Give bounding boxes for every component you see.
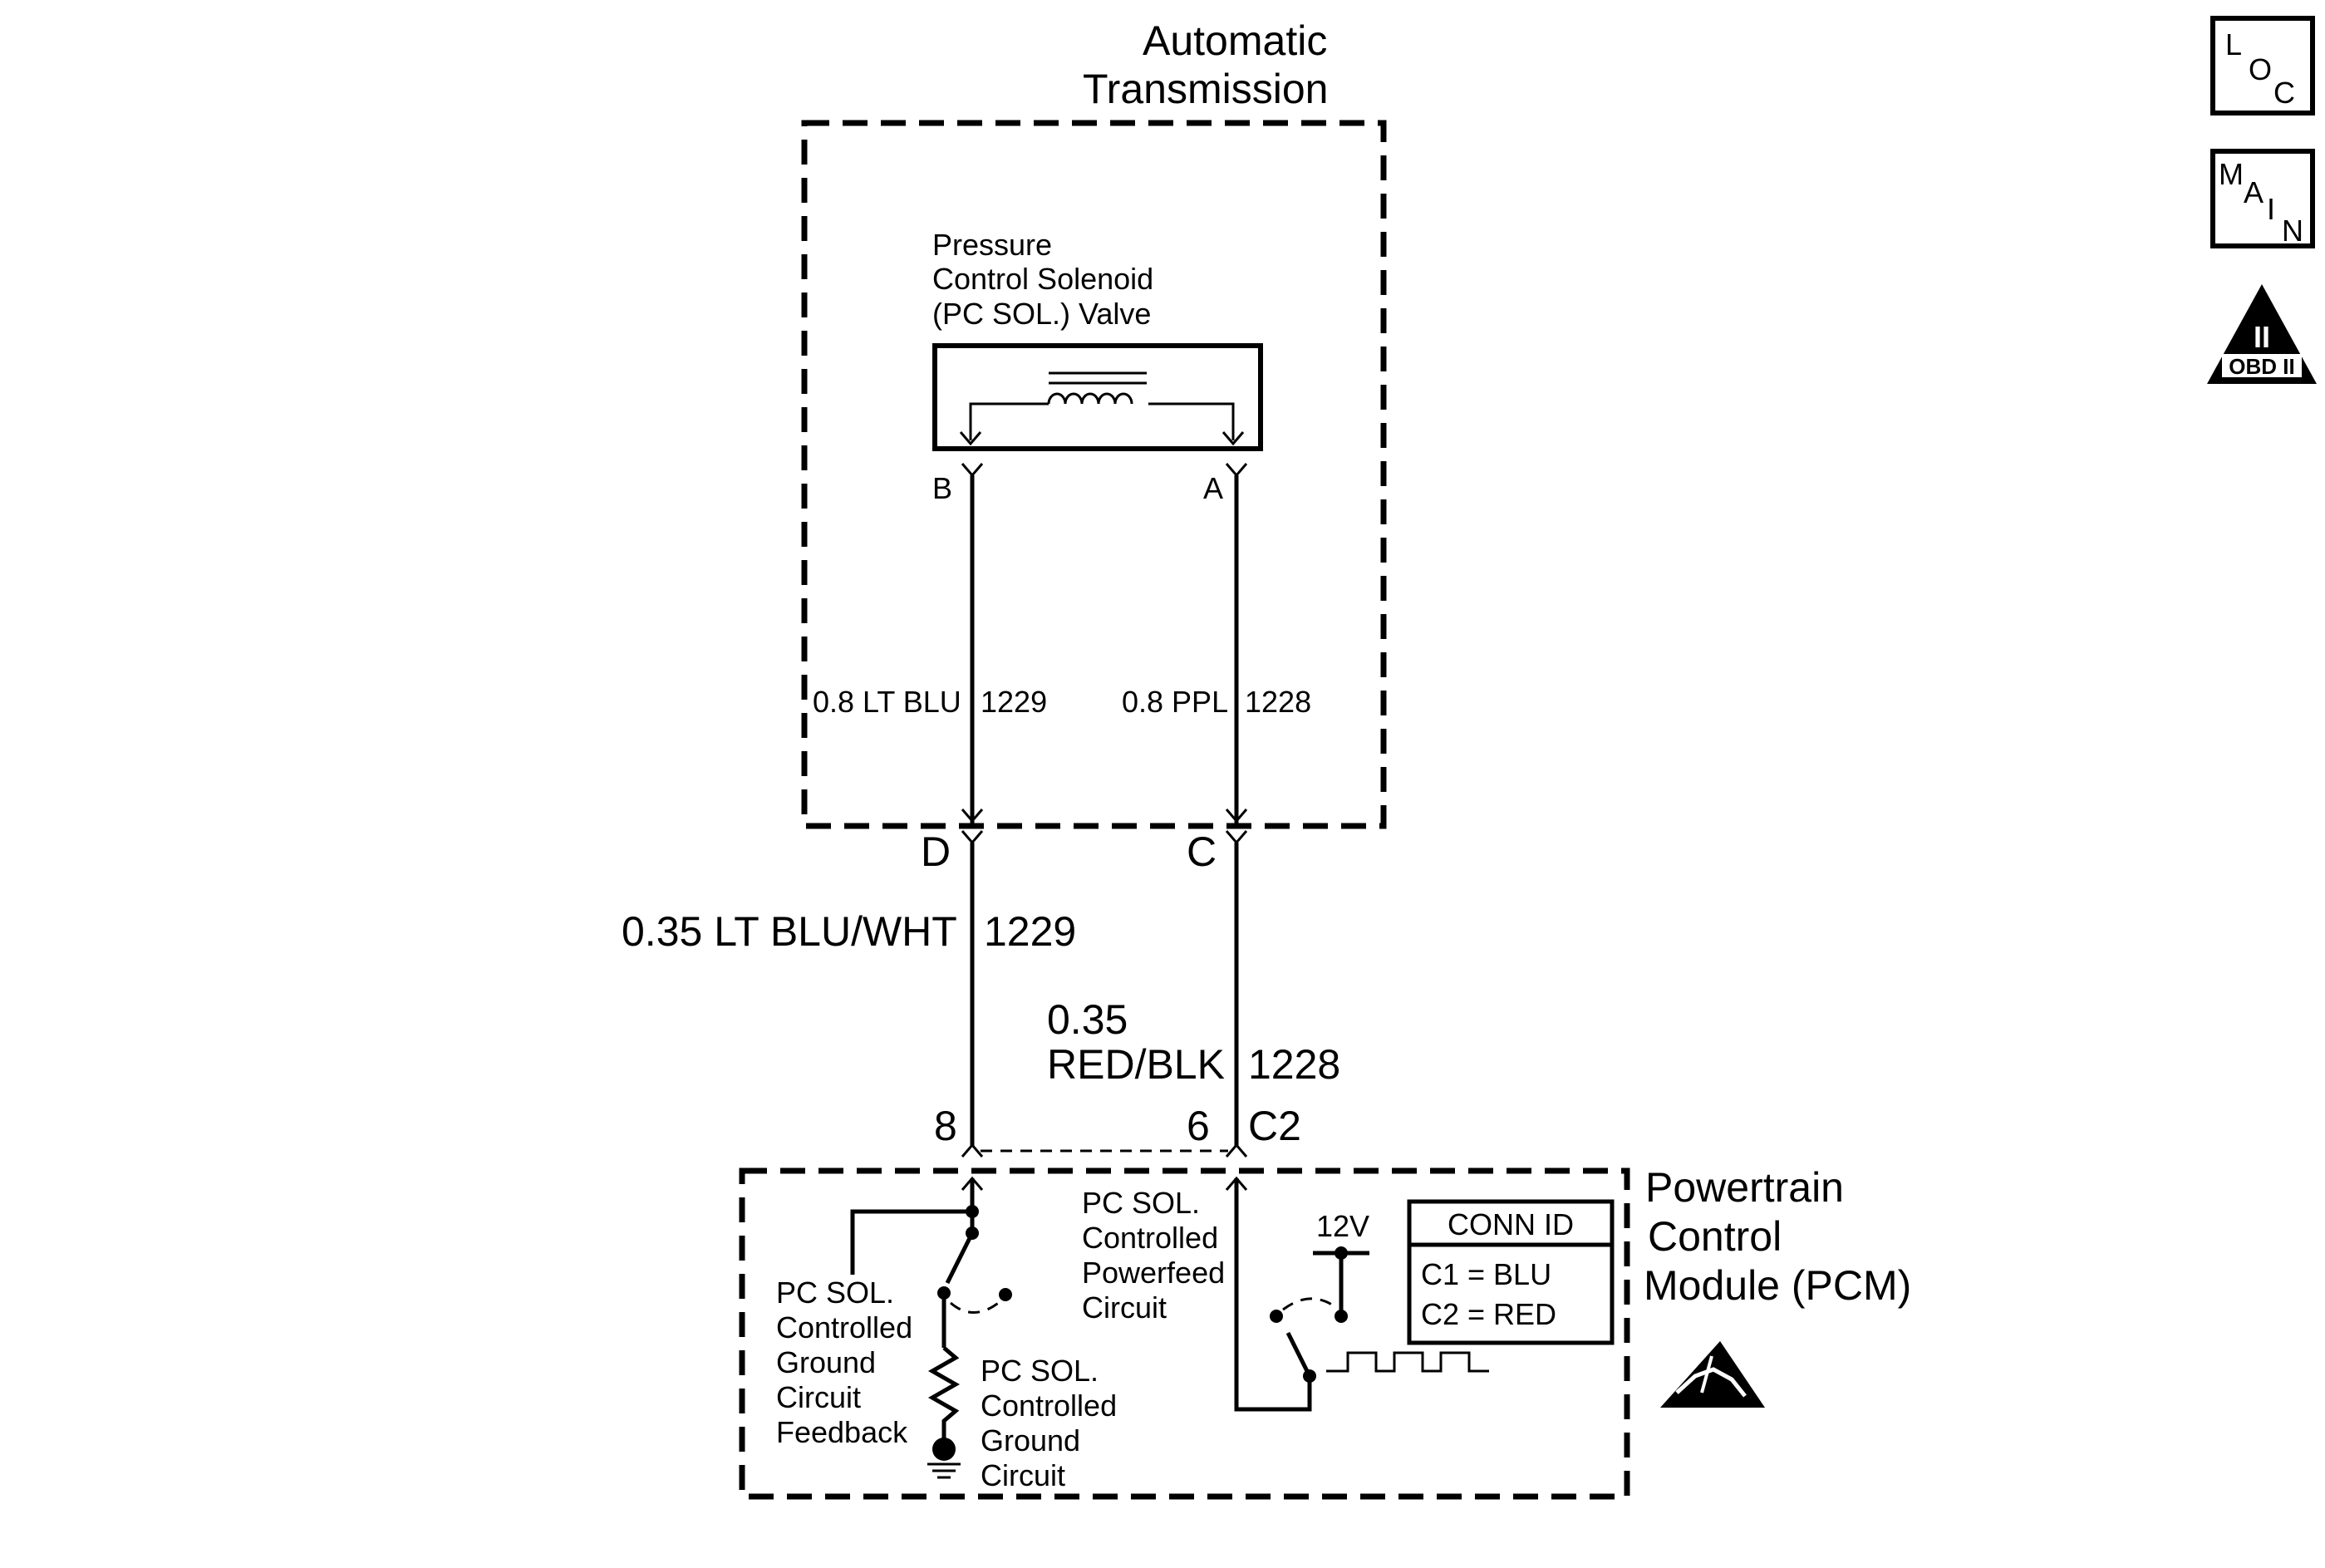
pcm-connector-label: C2 xyxy=(1248,1103,1301,1149)
transmission-title-line2: Transmission xyxy=(1083,66,1328,112)
pcm-boundary xyxy=(739,1167,1630,1500)
svg-text:Controlled: Controlled xyxy=(776,1310,912,1344)
conn-id-header: CONN ID xyxy=(1448,1207,1574,1241)
esd-warning-icon xyxy=(1660,1341,1765,1408)
harness-wire-right-circuit: 1228 xyxy=(1248,1041,1340,1088)
svg-text:Powerfeed: Powerfeed xyxy=(1082,1256,1225,1290)
pin-a-label: A xyxy=(1203,471,1223,505)
transmission-title-line1: Automatic xyxy=(1143,17,1327,64)
wire-left-inner-circuit: 1229 xyxy=(981,685,1047,719)
pin-b-terminal xyxy=(961,463,984,478)
solenoid-label-line3: (PC SOL.) Valve xyxy=(932,297,1151,331)
pcm-pin-8-label: 8 xyxy=(934,1103,957,1149)
pin-b-label: B xyxy=(932,471,952,505)
loc-icon[interactable]: L O C xyxy=(2210,16,2315,116)
pcm-title-line1: Powertrain xyxy=(1645,1164,1844,1211)
pcm-pin-6-label: 6 xyxy=(1187,1103,1210,1149)
pcm-pin-8-terminal xyxy=(961,1143,984,1158)
harness-wire-left-label: 0.35 LT BLU/WHT xyxy=(622,908,957,955)
powerfeed-switch-circuit xyxy=(1225,1176,1489,1412)
harness-wire-left-circuit: 1229 xyxy=(984,908,1076,955)
svg-text:Ground: Ground xyxy=(981,1423,1080,1457)
harness-wire-right-line2: RED/BLK xyxy=(1047,1041,1225,1088)
conn-id-row1: C1 = BLU xyxy=(1421,1257,1551,1291)
svg-text:N: N xyxy=(2282,214,2303,248)
svg-text:Feedback: Feedback xyxy=(776,1415,908,1449)
pcm-title-line2: Control xyxy=(1648,1213,1782,1260)
pin-a-terminal xyxy=(1225,463,1248,478)
svg-text:Controlled: Controlled xyxy=(1082,1221,1218,1255)
svg-text:L: L xyxy=(2225,27,2242,61)
main-icon[interactable]: M A I N xyxy=(2210,149,2315,248)
svg-text:Controlled: Controlled xyxy=(981,1389,1117,1423)
wire-left-inner-label: 0.8 LT BLU xyxy=(813,685,961,719)
pcm-title-line3: Module (PCM) xyxy=(1644,1262,1911,1309)
svg-text:Circuit: Circuit xyxy=(776,1380,861,1414)
svg-text:Circuit: Circuit xyxy=(1082,1290,1167,1325)
solenoid-label-line2: Control Solenoid xyxy=(932,262,1153,296)
svg-text:Circuit: Circuit xyxy=(981,1458,1065,1492)
harness-wire-right-line1: 0.35 xyxy=(1047,996,1128,1043)
transmission-boundary xyxy=(801,120,1387,829)
svg-text:A: A xyxy=(2244,175,2264,209)
svg-text:M: M xyxy=(2219,157,2244,191)
ground-switch-circuit xyxy=(850,1176,1012,1479)
svg-text:PC SOL.: PC SOL. xyxy=(1082,1186,1200,1220)
svg-text:Ground: Ground xyxy=(776,1345,876,1379)
conn-id-table xyxy=(1407,1199,1615,1345)
svg-text:PC SOL.: PC SOL. xyxy=(776,1276,894,1310)
svg-text:I: I xyxy=(2267,192,2275,226)
svg-text:OBD II: OBD II xyxy=(2229,354,2294,379)
svg-text:II: II xyxy=(2254,320,2270,354)
solenoid-label-line1: Pressure xyxy=(932,228,1052,262)
conn-c-label: C xyxy=(1187,828,1217,875)
svg-text:PC SOL.: PC SOL. xyxy=(981,1354,1099,1388)
voltage-label: 12V xyxy=(1316,1209,1369,1243)
wire-right-inner-circuit: 1228 xyxy=(1245,685,1311,719)
svg-text:C: C xyxy=(2273,76,2295,110)
ground-circuit-label: PC SOL. Controlled Ground Circuit xyxy=(981,1354,1117,1492)
feedback-label: PC SOL. Controlled Ground Circuit Feedba… xyxy=(776,1276,912,1449)
wire-right-inner-label: 0.8 PPL xyxy=(1122,685,1228,719)
pcm-pin-6-terminal xyxy=(1225,1143,1248,1158)
powerfeed-circuit-label: PC SOL. Controlled Powerfeed Circuit xyxy=(1082,1186,1225,1325)
solenoid-valve-symbol xyxy=(932,343,1263,451)
obd-ii-icon[interactable]: II OBD II xyxy=(2207,284,2317,384)
conn-d-label: D xyxy=(921,828,951,875)
conn-id-row2: C2 = RED xyxy=(1421,1297,1556,1331)
svg-text:O: O xyxy=(2249,52,2272,86)
